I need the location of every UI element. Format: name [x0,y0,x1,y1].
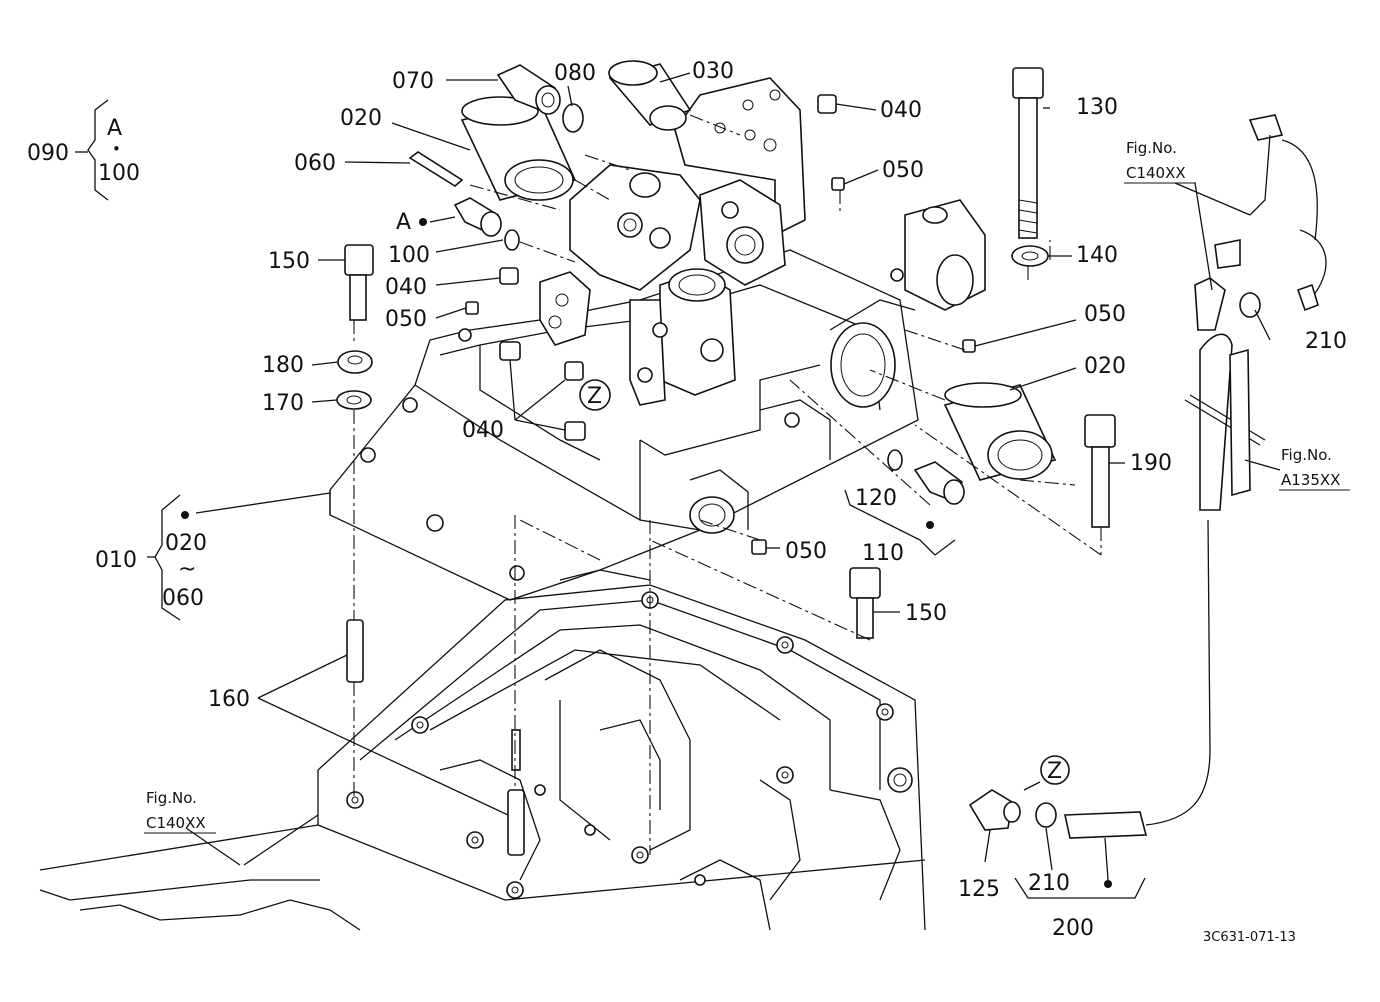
callout-170: 170 [262,391,304,416]
callout-050-bottom: 050 [785,539,827,564]
callout-210-upper: 210 [1305,329,1347,354]
callout-010: 010 [95,548,137,573]
marker-z-upper: Z [587,384,602,409]
transmission-case [39,569,926,931]
callout-200: 200 [1052,916,1094,941]
clip-210 [1035,292,1261,828]
callout-040-lower: 040 [462,418,504,443]
marker-z-lower: Z [1047,759,1062,784]
stud-160 [346,619,525,856]
fig-ref-2-title: Fig.No. [1281,446,1332,464]
fig-ref-3-title: Fig.No. [146,789,197,807]
fig-ref-2-code: A135XX [1281,471,1340,489]
callout-180: 180 [262,353,304,378]
callout-020-upper: 020 [340,106,382,131]
fig-ref-1-title: Fig.No. [1126,139,1177,157]
fig-ref-1-code: C140XX [1126,164,1186,182]
bolt-130 [1012,67,1044,239]
range-tilde: ~ [178,557,196,582]
callout-150-right: 150 [905,601,947,626]
callout-190: 190 [1130,451,1172,476]
washer-140 [1011,245,1049,267]
callout-130: 130 [1076,95,1118,120]
sleeve-020-upper [460,96,577,201]
fitting-110 [913,461,965,505]
callout-labels: 070 080 030 020 040 060 050 130 140 A 10… [27,59,1350,945]
callout-050-top: 050 [882,158,924,183]
callout-100-group: 100 [98,161,140,186]
fitting-070 [496,64,561,115]
callout-110: 110 [862,541,904,566]
sleeve-020-lower [943,382,1057,481]
callout-030: 030 [692,59,734,84]
callout-060: 060 [294,151,336,176]
hydraulic-cover-010 [329,199,986,601]
drawing-code: 3C631-071-13 [1203,930,1296,945]
oring-100 [504,229,520,251]
callout-210-lower: 210 [1028,871,1070,896]
nut-180 [337,350,373,374]
oring-120 [887,449,903,471]
plug-040 [499,94,837,441]
bolt-150-left [344,244,374,321]
callout-140: 140 [1076,243,1118,268]
sensor-125 [968,789,1021,831]
callout-150-left: 150 [268,249,310,274]
sleeve-030 [608,60,692,131]
callout-050-left: 050 [385,307,427,332]
fitting-100 [453,197,502,237]
callout-050-right: 050 [1084,302,1126,327]
callout-080: 080 [554,61,596,86]
pin-060 [408,151,464,187]
group-090-dot: • [112,140,121,158]
callout-120: 120 [855,486,897,511]
callout-070: 070 [392,69,434,94]
callout-040-mid: 040 [385,275,427,300]
callout-160: 160 [208,687,250,712]
oring-080 [562,103,584,133]
callout-090: 090 [27,141,69,166]
marker-a-group: A [107,116,122,141]
leader-lines [185,72,1281,881]
callout-100: 100 [388,243,430,268]
washer-170 [336,390,372,410]
range-start-020: 020 [165,531,207,556]
fig-ref-3-code: C140XX [146,814,206,832]
bolt-150-right [849,567,881,639]
marker-a-inline: A [396,210,411,235]
callout-040-top: 040 [880,98,922,123]
harness-200 [1064,114,1327,839]
range-end-060: 060 [162,586,204,611]
callout-020-lower: 020 [1084,354,1126,379]
brackets [75,99,1146,899]
callout-125: 125 [958,877,1000,902]
bolt-190 [1084,414,1116,528]
